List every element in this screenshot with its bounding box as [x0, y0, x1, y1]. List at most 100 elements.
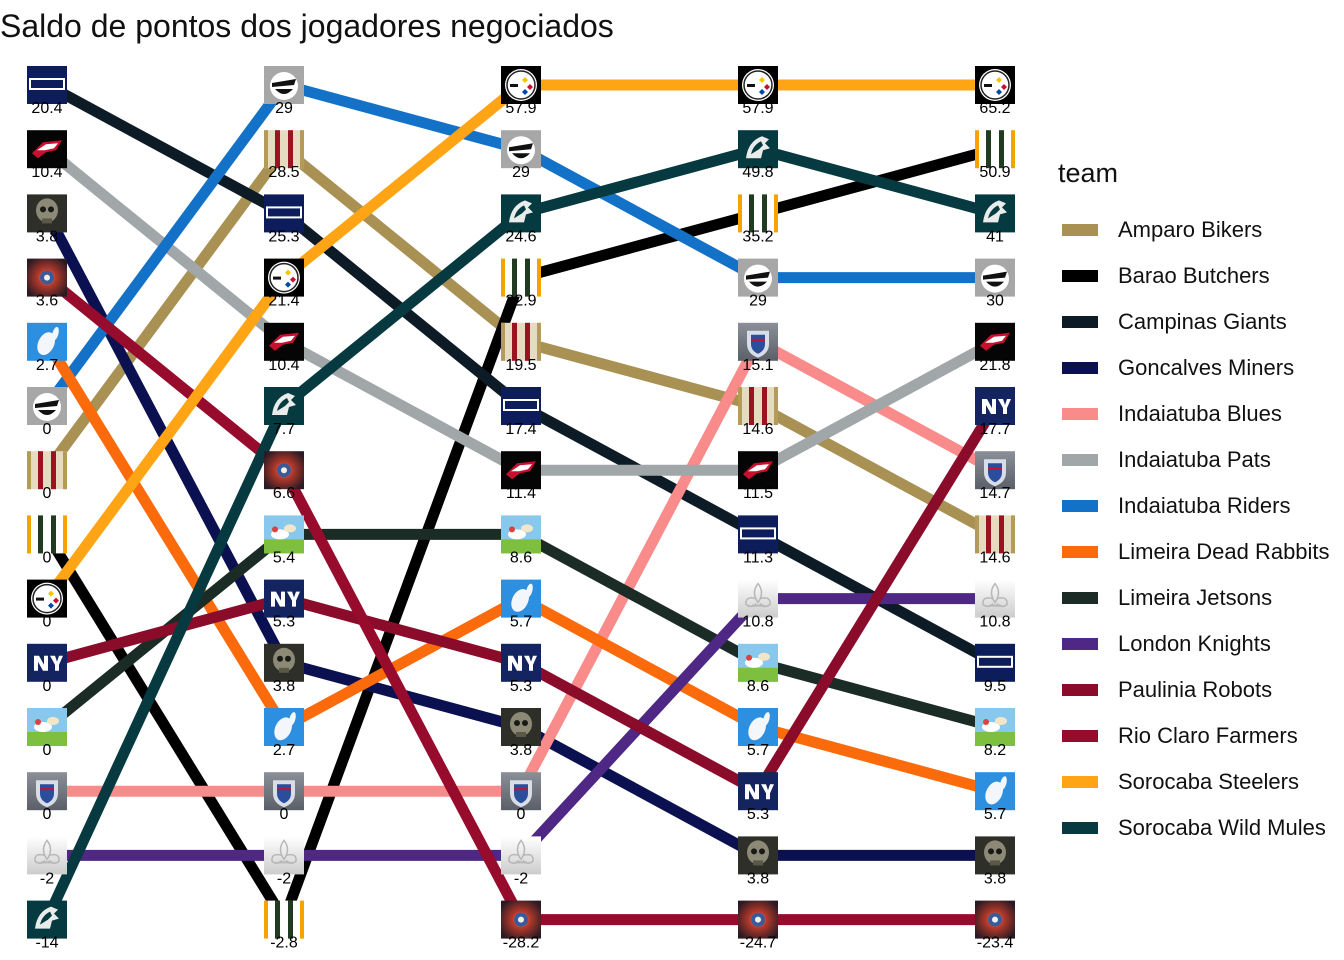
logo-campinas-giants-r4 [738, 515, 778, 554]
logo-limeira-dead-rabbits-r5 [975, 772, 1015, 811]
value-labels: 028.519.514.614.60-2.822.935.250.920.425… [31, 100, 1013, 952]
logo-goncalves-miners-r1 [27, 194, 67, 233]
logo-limeira-jetsons-r5 [975, 708, 1015, 746]
logo-amparo-bikers-r5 [975, 515, 1015, 554]
logo-london-knights-r1 [27, 836, 67, 875]
legend-label: Indaiatuba Riders [1118, 493, 1291, 518]
value-label-london-knights-r4: 10.8 [742, 614, 773, 631]
value-label-rio-claro-farmers-r2: 6.6 [273, 485, 295, 502]
value-label-indaiatuba-pats-r5: 21.8 [979, 357, 1010, 374]
logo-london-knights-r3 [501, 836, 541, 875]
legend-item-indaiatuba-riders: Indaiatuba Riders [1058, 483, 1344, 529]
legend-label: Limeira Jetsons [1118, 585, 1273, 610]
logo-barao-butchers-r1 [27, 515, 67, 554]
value-label-london-knights-r5: 10.8 [979, 614, 1010, 631]
logo-limeira-dead-rabbits-r4 [738, 708, 778, 746]
value-label-limeira-jetsons-r4: 8.6 [747, 678, 769, 695]
legend-swatch [1062, 408, 1098, 420]
legend-swatch [1062, 270, 1098, 282]
logo-sorocaba-wild-mules-r4 [738, 130, 778, 169]
logo-goncalves-miners-r3 [501, 708, 541, 746]
logo-campinas-giants-r3 [501, 387, 541, 425]
value-label-limeira-dead-rabbits-r1: 2.7 [36, 357, 58, 374]
logo-sorocaba-steelers-r2 [264, 258, 304, 297]
logo-limeira-jetsons-r1 [27, 708, 67, 746]
value-label-campinas-giants-r2: 25.3 [268, 228, 299, 245]
value-label-limeira-dead-rabbits-r3: 5.7 [510, 614, 532, 631]
logo-paulinia-robots-r2 [264, 579, 304, 618]
legend-label: Rio Claro Farmers [1118, 723, 1298, 748]
logo-limeira-dead-rabbits-r3 [501, 579, 541, 618]
value-label-paulinia-robots-r5: 17.7 [979, 421, 1010, 438]
value-label-goncalves-miners-r2: 3.8 [273, 678, 295, 695]
logo-indaiatuba-blues-r1 [27, 772, 67, 811]
value-label-paulinia-robots-r1: 0 [43, 678, 52, 695]
logo-indaiatuba-riders-r5 [975, 258, 1015, 297]
logo-paulinia-robots-r1 [27, 643, 67, 682]
legend-item-sorocaba-steelers: Sorocaba Steelers [1058, 759, 1344, 805]
logo-limeira-dead-rabbits-r2 [264, 708, 304, 746]
legend-swatch [1062, 362, 1098, 374]
legend-item-limeira-jetsons: Limeira Jetsons [1058, 575, 1344, 621]
logo-sorocaba-wild-mules-r1 [27, 900, 67, 939]
value-label-sorocaba-steelers-r5: 65.2 [979, 100, 1010, 117]
value-label-indaiatuba-blues-r1: 0 [43, 806, 52, 823]
legend-item-barao-butchers: Barao Butchers [1058, 253, 1344, 299]
logo-rio-claro-farmers-r5 [975, 900, 1015, 939]
value-label-barao-butchers-r4: 35.2 [742, 228, 773, 245]
legend-item-paulinia-robots: Paulinia Robots [1058, 667, 1344, 713]
value-label-sorocaba-wild-mules-r5: 41 [986, 228, 1004, 245]
value-label-sorocaba-wild-mules-r1: -14 [35, 935, 58, 952]
value-label-sorocaba-wild-mules-r3: 24.6 [505, 228, 536, 245]
logo-indaiatuba-riders-r1 [27, 387, 67, 425]
logo-sorocaba-steelers-r4 [738, 66, 778, 104]
value-label-indaiatuba-riders-r2: 29 [275, 100, 293, 117]
value-label-indaiatuba-blues-r5: 14.7 [979, 485, 1010, 502]
logo-amparo-bikers-r4 [738, 387, 778, 425]
logo-goncalves-miners-r5 [975, 836, 1015, 875]
team-logos [27, 66, 1015, 939]
legend-swatch [1062, 638, 1098, 650]
legend-item-sorocaba-wild-mules: Sorocaba Wild Mules [1058, 805, 1344, 851]
legend-label: Limeira Dead Rabbits [1118, 539, 1330, 564]
value-label-paulinia-robots-r3: 5.3 [510, 678, 532, 695]
legend-label: Barao Butchers [1118, 263, 1270, 288]
value-label-amparo-bikers-r4: 14.6 [742, 421, 773, 438]
legend-swatch [1062, 776, 1098, 788]
legend-label: Indaiatuba Blues [1118, 401, 1282, 426]
value-label-limeira-jetsons-r5: 8.2 [984, 742, 1006, 759]
value-label-indaiatuba-blues-r4: 15.1 [742, 357, 773, 374]
value-label-limeira-dead-rabbits-r5: 5.7 [984, 806, 1006, 823]
value-label-indaiatuba-riders-r5: 30 [986, 293, 1004, 310]
legend-title: team [1058, 158, 1119, 188]
logo-limeira-jetsons-r2 [264, 515, 304, 554]
value-label-rio-claro-farmers-r1: 3.6 [36, 293, 58, 310]
value-label-paulinia-robots-r2: 5.3 [273, 614, 295, 631]
logo-rio-claro-farmers-r2 [264, 451, 304, 490]
value-label-campinas-giants-r5: 9.5 [984, 678, 1006, 695]
logo-indaiatuba-pats-r4 [738, 451, 778, 490]
value-label-london-knights-r2: -2 [277, 870, 291, 887]
logo-barao-butchers-r4 [738, 194, 778, 233]
legend-swatch [1062, 730, 1098, 742]
logo-barao-butchers-r3 [501, 258, 541, 297]
logo-london-knights-r2 [264, 836, 304, 875]
legend-item-indaiatuba-pats: Indaiatuba Pats [1058, 437, 1344, 483]
logo-sorocaba-wild-mules-r2 [264, 387, 304, 425]
value-label-barao-butchers-r2: -2.8 [270, 935, 298, 952]
legend-swatch [1062, 684, 1098, 696]
logo-london-knights-r5 [975, 579, 1015, 618]
logo-sorocaba-steelers-r5 [975, 66, 1015, 104]
value-label-barao-butchers-r1: 0 [43, 549, 52, 566]
value-label-limeira-jetsons-r1: 0 [43, 742, 52, 759]
value-label-rio-claro-farmers-r4: -24.7 [740, 935, 777, 952]
logo-sorocaba-steelers-r1 [27, 579, 67, 618]
logo-amparo-bikers-r2 [264, 130, 304, 169]
value-label-indaiatuba-pats-r1: 10.4 [31, 164, 62, 181]
value-label-limeira-dead-rabbits-r2: 2.7 [273, 742, 295, 759]
value-label-limeira-dead-rabbits-r4: 5.7 [747, 742, 769, 759]
value-label-limeira-jetsons-r3: 8.6 [510, 549, 532, 566]
value-label-rio-claro-farmers-r3: -28.2 [503, 935, 540, 952]
logo-goncalves-miners-r2 [264, 643, 304, 682]
